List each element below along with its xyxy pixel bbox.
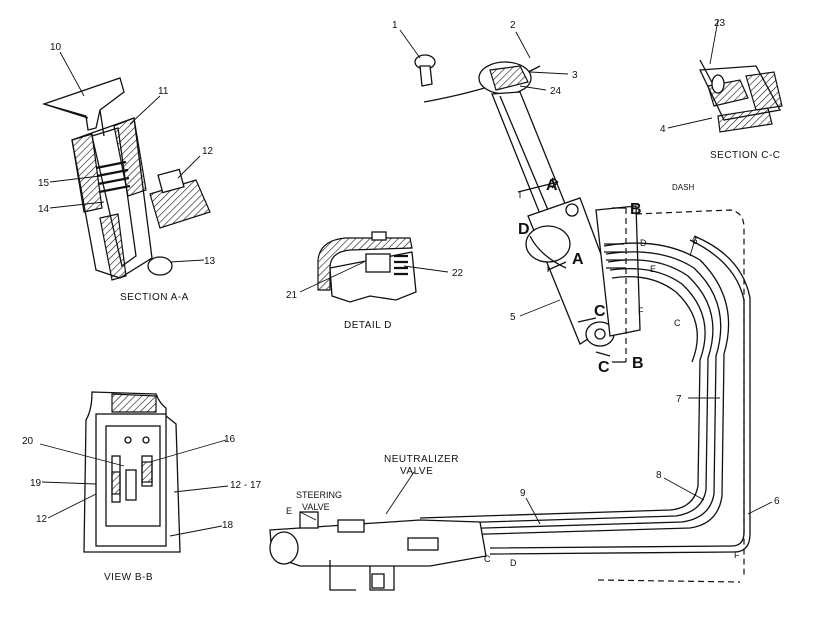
part-label-13: 13 bbox=[204, 256, 216, 267]
part-label-11: 11 bbox=[158, 86, 169, 97]
cut-b-top: B bbox=[630, 201, 642, 218]
hose-bundle bbox=[419, 235, 751, 555]
hose-leaders bbox=[525, 235, 773, 525]
steering-wheel-drawing bbox=[414, 36, 641, 347]
part-label-14: 14 bbox=[38, 204, 50, 215]
cut-d-marker bbox=[529, 235, 567, 269]
part-label-22: 22 bbox=[452, 268, 464, 279]
cut-a-markers bbox=[517, 177, 567, 272]
hose-letters: D E F C E C D F bbox=[286, 238, 740, 568]
view-bb-drawing bbox=[39, 391, 229, 553]
hose-d-bottom: D bbox=[510, 558, 517, 568]
part-label-6-top: 6 bbox=[692, 236, 698, 247]
part-label-4: 4 bbox=[660, 124, 666, 135]
part-numbers: 1 2 3 24 23 4 10 11 12 15 14 13 21 22 5 … bbox=[22, 18, 780, 531]
part-label-5: 5 bbox=[510, 312, 516, 323]
part-label-1: 1 bbox=[392, 20, 398, 31]
part-label-21: 21 bbox=[286, 290, 298, 301]
neutralizer-label-line1: NEUTRALIZER bbox=[384, 454, 459, 465]
part-label-16: 16 bbox=[224, 434, 236, 445]
cut-c-top: C bbox=[594, 303, 606, 320]
hose-c-side: C bbox=[674, 318, 681, 328]
part-label-20: 20 bbox=[22, 436, 34, 447]
cut-d: D bbox=[518, 221, 530, 238]
cut-c-markers bbox=[577, 317, 611, 357]
cut-b-line bbox=[612, 207, 627, 363]
part-label-2: 2 bbox=[510, 20, 516, 31]
part-label-15: 15 bbox=[38, 178, 50, 189]
section-cc-drawing bbox=[667, 19, 783, 133]
part-label-6-bottom: 6 bbox=[774, 496, 780, 507]
section-aa-title: SECTION A-A bbox=[120, 292, 189, 303]
part-label-12-17: 12 - 17 bbox=[230, 480, 262, 491]
valve-assembly-drawing bbox=[269, 471, 487, 591]
cut-a-bottom: A bbox=[572, 251, 584, 268]
part-label-8: 8 bbox=[656, 470, 662, 481]
dash-label: DASH bbox=[672, 183, 694, 192]
cut-c-bottom: C bbox=[598, 359, 610, 376]
hose-f-bottom: F bbox=[734, 550, 740, 560]
section-aa-leaders bbox=[49, 51, 205, 263]
part-label-12: 12 bbox=[202, 146, 214, 157]
cut-b-bottom: B bbox=[632, 355, 644, 372]
part-label-19: 19 bbox=[30, 478, 42, 489]
text-labels: DASH NEUTRALIZER VALVE STEERING VALVE bbox=[296, 183, 694, 512]
wheel-leaders bbox=[399, 29, 569, 317]
cut-a-top: A bbox=[546, 177, 558, 194]
part-label-7: 7 bbox=[676, 394, 682, 405]
part-label-10: 10 bbox=[50, 42, 62, 53]
part-label-9: 9 bbox=[520, 488, 526, 499]
detail-d-title: DETAIL D bbox=[344, 320, 392, 331]
hose-c-bottom: C bbox=[484, 554, 491, 564]
part-label-3: 3 bbox=[572, 70, 578, 81]
hose-d-top: D bbox=[640, 238, 647, 248]
detail-d-drawing bbox=[299, 231, 449, 303]
part-label-23: 23 bbox=[714, 18, 726, 29]
section-titles: SECTION A-A SECTION C-C DETAIL D VIEW B-… bbox=[104, 150, 781, 583]
view-bb-title: VIEW B-B bbox=[104, 572, 153, 583]
part-label-18: 18 bbox=[222, 520, 234, 531]
neutralizer-label-line2: VALVE bbox=[400, 466, 433, 477]
steering-label-line1: STEERING bbox=[296, 490, 342, 500]
hose-f-top: F bbox=[638, 306, 644, 316]
section-cc-title: SECTION C-C bbox=[710, 150, 781, 161]
hose-e-top: E bbox=[650, 264, 656, 274]
section-aa-drawing bbox=[41, 77, 211, 281]
part-label-12-bb: 12 bbox=[36, 514, 48, 525]
hose-e-left: E bbox=[286, 506, 292, 516]
steering-label-line2: VALVE bbox=[302, 502, 330, 512]
part-label-24: 24 bbox=[550, 86, 562, 97]
dash-outline bbox=[597, 209, 745, 583]
cut-letters: A A B B C C D bbox=[518, 177, 644, 376]
